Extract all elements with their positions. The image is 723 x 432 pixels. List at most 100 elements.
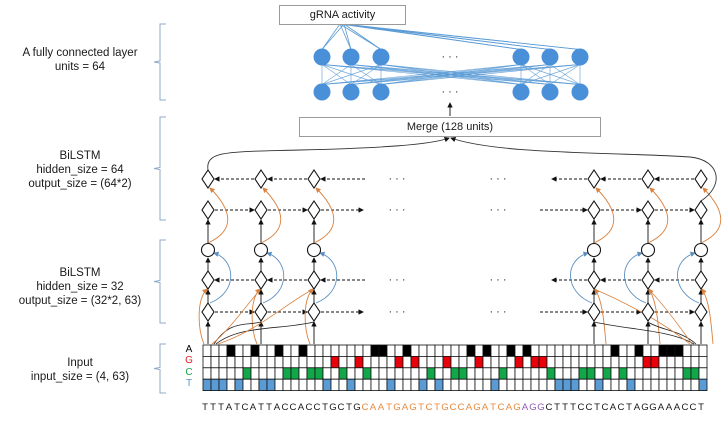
one-hot-cell [498, 378, 508, 392]
fc-dense-edge [520, 64, 581, 85]
one-hot-cell [450, 344, 460, 357]
row-label-A: A [185, 344, 193, 355]
one-hot-cell [594, 344, 604, 357]
one-hot-cell-on [698, 378, 708, 392]
sequence-base-protospacer: C [457, 402, 465, 413]
one-hot-cell [258, 355, 268, 369]
one-hot-cell [570, 355, 580, 369]
sequence-base-flank-3: T [570, 402, 576, 413]
sequence-base-protospacer: G [473, 402, 481, 413]
bilstm1-output-size: output_size = (32*2, 63) [18, 295, 142, 307]
one-hot-cell [394, 344, 404, 357]
one-hot-cell-on [634, 344, 644, 357]
one-hot-cell-on [282, 367, 292, 380]
one-hot-cell [466, 367, 476, 380]
one-hot-cell-on [354, 355, 364, 369]
one-hot-cell-on [482, 344, 492, 357]
one-hot-cell [250, 367, 260, 380]
one-hot-cell-on [418, 378, 428, 392]
one-hot-cell [362, 344, 372, 357]
one-hot-cell-on [394, 355, 404, 369]
sequence-base-protospacer: A [481, 402, 489, 413]
one-hot-cell-on [458, 367, 468, 380]
sequence-base-flank-5: T [322, 402, 328, 413]
one-hot-cell [530, 344, 540, 357]
one-hot-cell [642, 344, 652, 357]
lstm2-backward-cell [254, 169, 268, 189]
one-hot-cell [490, 355, 500, 369]
one-hot-cell [402, 367, 412, 380]
one-hot-cell [594, 355, 604, 369]
lstm-ellipsis: · · · [388, 173, 405, 185]
skip-arrow-orange [313, 187, 335, 244]
sequence-base-flank-5: T [218, 402, 224, 413]
lstm1-forward-cell [641, 302, 655, 322]
one-hot-cell [586, 378, 596, 392]
one-hot-cell-on [586, 367, 596, 380]
one-hot-cell [370, 378, 380, 392]
lstm2-backward-cell [201, 169, 215, 189]
skip-arrow-orange [207, 187, 229, 244]
one-hot-cell [338, 355, 348, 369]
one-hot-cell-on [514, 355, 524, 369]
sequence-base-flank-3: T [594, 402, 600, 413]
sequence-base-protospacer: C [449, 402, 457, 413]
brace-0 [153, 23, 166, 101]
one-hot-cell [610, 367, 620, 380]
one-hot-cell [298, 378, 308, 392]
concat-node [640, 242, 656, 258]
input-skip-orange [198, 288, 208, 345]
one-hot-cell-on [378, 344, 388, 357]
one-hot-cell-on [218, 378, 228, 392]
fc-bottom-node [372, 83, 390, 101]
input-fan-curve [211, 288, 262, 345]
one-hot-cell-on [506, 344, 516, 357]
one-hot-cell-on [442, 355, 452, 369]
one-hot-cell [370, 367, 380, 380]
input-fan-curve [593, 321, 695, 345]
sequence-base-flank-3: A [665, 402, 673, 413]
one-hot-cell [402, 378, 412, 392]
one-hot-cell [538, 367, 548, 380]
sequence-base-protospacer: G [513, 402, 521, 413]
fc-dense-edge [380, 64, 581, 85]
input-title: Input [67, 357, 93, 369]
one-hot-cell [546, 378, 556, 392]
sequence-base-flank-3: T [562, 402, 568, 413]
fc-bottom-node [313, 83, 331, 101]
one-hot-cell [362, 355, 372, 369]
fc-dense-edge [321, 64, 522, 85]
skip-arrow-orange [647, 187, 669, 244]
sequence-base-flank-3: T [626, 402, 632, 413]
input-skip-orange [304, 288, 314, 345]
lstm1-backward-cell [694, 270, 708, 290]
one-hot-cell [250, 378, 260, 392]
row-label-C: C [185, 366, 193, 378]
one-hot-cell [234, 344, 244, 357]
sequence-base-protospacer: G [441, 402, 449, 413]
one-hot-cell-on [570, 378, 580, 392]
sequence-base-flank-3: C [601, 402, 609, 413]
fc-top-node [342, 48, 360, 66]
one-hot-cell-on [210, 378, 220, 392]
lstm1-forward-cell [254, 302, 268, 322]
one-hot-cell-on [330, 355, 340, 369]
one-hot-cell [282, 378, 292, 392]
sequence-base-flank-3: A [657, 402, 665, 413]
one-hot-cell [482, 367, 492, 380]
one-hot-cell-on [370, 344, 380, 357]
one-hot-cell [482, 355, 492, 369]
one-hot-cell [610, 378, 620, 392]
one-hot-cell [306, 344, 316, 357]
fc-top-node [313, 48, 331, 66]
bilstm1-label: BiLSTM hidden_size = 32 output_size = (3… [0, 266, 160, 308]
one-hot-cell [426, 344, 436, 357]
skip-arrow-blue [315, 251, 338, 304]
sequence-base-flank-5: T [258, 402, 264, 413]
one-hot-cell-on [434, 378, 444, 392]
sequence-base-flank-5: G [329, 402, 337, 413]
one-hot-cell [650, 344, 660, 357]
layer-braces [153, 23, 166, 394]
row-label-T: T [185, 378, 193, 390]
